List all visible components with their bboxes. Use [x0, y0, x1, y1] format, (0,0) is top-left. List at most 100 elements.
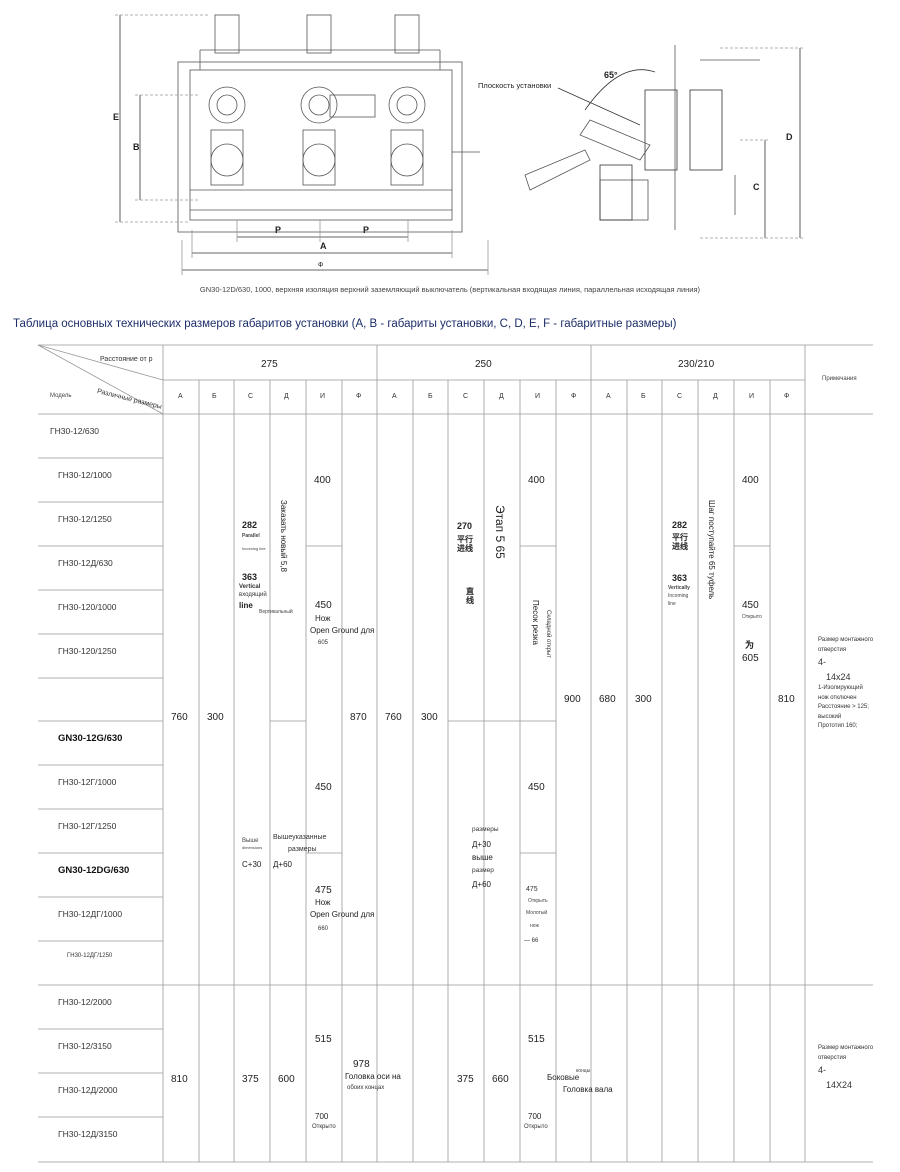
model-name: ГН30-12Д/2000	[58, 1085, 118, 1095]
subheader-9: Д	[499, 393, 504, 400]
cell-c-270: 270	[457, 521, 473, 531]
cell-f-side2: концы	[576, 1068, 591, 1074]
cell-a-760b: 760	[385, 712, 402, 723]
model-name: ГН30-12Г/1000	[58, 777, 117, 787]
group-230-210: 230/210	[678, 359, 715, 370]
cell-e-450a-sub1: Нож	[315, 614, 331, 623]
subheader-4: И	[320, 393, 326, 400]
model-name: ГН30-120/1250	[58, 646, 117, 656]
cell-e-450d: 450	[315, 782, 332, 793]
remarks-line: высокий	[818, 713, 842, 720]
cell-c-mid5: Д+60	[472, 880, 491, 889]
angle-label: 65°	[604, 70, 618, 80]
cell-c-282: 282	[242, 520, 258, 530]
remarks-line: Размер монтажного	[818, 1045, 874, 1051]
cell-c-mid3: выше	[472, 853, 493, 862]
cell-d-vertical-text3: Шаг поступайте 65 туфель	[707, 500, 717, 600]
cell-f-side1: Боковые	[547, 1073, 580, 1082]
cell-c-363c-sub2: Incoming	[668, 593, 689, 599]
cell-e-400a: 400	[314, 475, 331, 486]
model-name: ГН30-12/1250	[58, 514, 112, 524]
cell-d-above3: Д+60	[273, 860, 292, 869]
subheader-11: Ф	[571, 393, 577, 400]
model-name: ГН30-12ДГ/1250	[67, 953, 113, 959]
cell-e-450a: 450	[315, 600, 332, 611]
remarks-line: Размер монтажного	[818, 637, 874, 643]
remarks-line: Прототип 160;	[818, 723, 858, 730]
cell-e-450e: 450	[528, 782, 545, 793]
group-275: 275	[261, 359, 278, 370]
cell-d-660: 660	[492, 1074, 509, 1085]
cell-e-450c-sub2: 为	[745, 640, 755, 650]
cell-d-vertical-text2: Этап 5 65	[492, 505, 507, 559]
model-name: GN30-12G/630	[58, 733, 123, 744]
cell-d-600: 600	[278, 1074, 295, 1085]
subheader-0: А	[178, 393, 183, 400]
model-name: ГН30-12Д/630	[58, 558, 113, 568]
cell-a-810: 810	[171, 1074, 188, 1085]
subheader-5: Ф	[356, 393, 362, 400]
subheader-3: Д	[284, 393, 289, 400]
subheader-7: Б	[428, 393, 433, 400]
cell-c-mid1: размеры	[472, 826, 499, 833]
cell-f-978-sub1: Головка оси на	[345, 1072, 401, 1081]
corner-distance-label: Расстояние от р	[100, 356, 153, 363]
remarks-line: 1-Изолирующий	[818, 684, 863, 691]
model-name: ГН30-12ДГ/1000	[58, 909, 123, 919]
cell-e-475b-sub2: Молотый	[526, 910, 548, 916]
corner-dimensions-label: Различные размеры	[96, 388, 163, 411]
model-name: ГН30-12Д/3150	[58, 1129, 118, 1139]
cell-c-375: 375	[242, 1074, 259, 1085]
subheader-2: С	[248, 393, 254, 400]
cell-e-475b-sub3: нож	[530, 923, 539, 929]
cell-c-282-sub2: Incoming line	[242, 546, 266, 551]
cell-f-side3: Головка вала	[563, 1085, 613, 1094]
dim-label-p2: P	[363, 225, 369, 235]
model-name: ГН30-120/1000	[58, 602, 117, 612]
cell-c-363-sub1: Vertical	[239, 584, 261, 590]
cell-e-515a-sub2: Открыто	[312, 1124, 336, 1130]
subheader-17: Ф	[784, 393, 790, 400]
cell-e-475a-sub2: Open Ground для	[310, 910, 375, 919]
cell-c-mid2: Д+30	[472, 840, 491, 849]
corner-model-label: Модель	[50, 393, 72, 399]
cell-d-vertical-text1: Заказать новый 5,8	[279, 500, 289, 572]
cell-e-475a-sub1: Нож	[315, 898, 331, 907]
subheader-1: Б	[212, 393, 217, 400]
cell-e-vertical-text2a: Песок резка	[531, 600, 541, 645]
cell-e-475b-sub1: Открыть	[528, 898, 548, 904]
cell-f-810: 810	[778, 694, 795, 705]
cell-e-515b: 515	[528, 1034, 545, 1045]
cell-b-300b: 300	[421, 712, 438, 723]
subheader-15: Д	[713, 393, 718, 400]
cell-e-515b-sub2: Открыто	[524, 1124, 548, 1130]
subheader-10: И	[535, 393, 541, 400]
model-name: GN30-12DG/630	[58, 865, 130, 876]
remarks-header: Примечания	[822, 376, 857, 382]
cell-e-450a-sub3: 605	[318, 640, 329, 646]
cell-f-870: 870	[350, 712, 367, 723]
cell-f-900: 900	[564, 694, 581, 705]
cell-e-450c-sub1: Открыто	[742, 614, 762, 620]
cell-a-680: 680	[599, 694, 616, 705]
cell-e-475a-sub3: 660	[318, 926, 329, 932]
dim-label-p1: P	[275, 225, 281, 235]
cell-e-515b-sub1: 700	[528, 1112, 542, 1121]
cell-e-515a-sub1: 700	[315, 1112, 329, 1121]
cell-c-above3: C+30	[242, 860, 262, 869]
remarks-line: Расстояние > 125;	[818, 704, 869, 711]
model-name: ГН30-12Г/1250	[58, 821, 117, 831]
cell-d-above2: размеры	[288, 846, 317, 853]
dim-label-a: A	[320, 241, 327, 251]
model-name: ГН30-12/2000	[58, 997, 112, 1007]
dim-label-c: C	[753, 182, 760, 192]
cell-b-300: 300	[207, 712, 224, 723]
cell-e-400b: 400	[528, 475, 545, 486]
cell-c-270-sub: 平行进线	[457, 535, 473, 554]
cell-e-475b-sub4: — 66	[524, 938, 539, 944]
cell-e-vertical-text2b: Складной открыт	[544, 610, 551, 659]
dim-label-d: D	[786, 132, 793, 142]
plane-label: Плоскость установки	[478, 81, 551, 90]
